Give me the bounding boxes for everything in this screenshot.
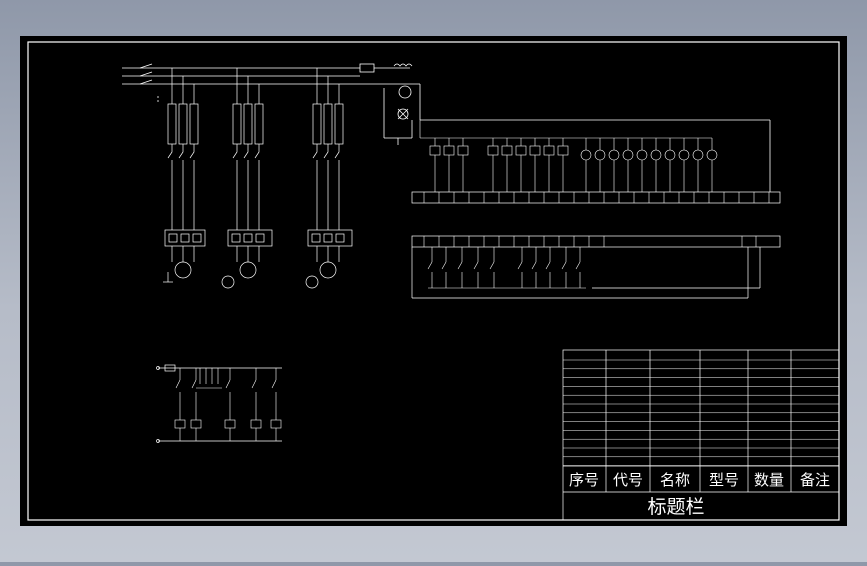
- input-switch: [545, 261, 551, 288]
- header-name: 名称: [660, 471, 690, 489]
- input-switch: [561, 261, 567, 288]
- input-switch: [489, 261, 495, 288]
- title-block-rows: [563, 359, 839, 466]
- header-quantity: 数量: [754, 471, 784, 489]
- input-switch: [441, 261, 447, 288]
- rung-contact: [191, 379, 197, 420]
- rung-contact: [251, 379, 257, 420]
- input-switch: [427, 261, 433, 288]
- control-circuit: [156, 364, 282, 443]
- drawing-area: [20, 36, 847, 526]
- motor-branch-3: [305, 68, 353, 289]
- header-serial-number: 序号: [569, 471, 599, 489]
- motor-branch-1: [163, 68, 206, 283]
- sheet-border: [27, 41, 840, 521]
- motor-branch-2: [221, 68, 273, 289]
- input-switch: [473, 261, 479, 288]
- input-switch: [457, 261, 463, 288]
- header-remarks: 备注: [800, 471, 830, 489]
- plc-output-terminal-strip: [411, 191, 781, 204]
- header-code: 代号: [613, 471, 643, 489]
- title-block-caption: 标题栏: [647, 496, 704, 518]
- plc-terminal-grid: [419, 120, 770, 289]
- power-circuit: [122, 63, 771, 192]
- header-model: 型号: [709, 471, 739, 489]
- input-switch: [575, 261, 581, 288]
- rung-contact: [271, 379, 277, 420]
- plc-wiring: [411, 191, 781, 299]
- rung-contact: [225, 379, 231, 420]
- rung-contact: [175, 379, 181, 420]
- plc-input-terminal-strip: [411, 235, 781, 248]
- title-block-headers: 序号 代号 名称 型号 数量 备注 标题栏: [569, 471, 830, 518]
- input-switch: [517, 261, 523, 288]
- control-rungs: [174, 368, 282, 441]
- input-switch: [531, 261, 537, 288]
- title-block: [562, 349, 840, 521]
